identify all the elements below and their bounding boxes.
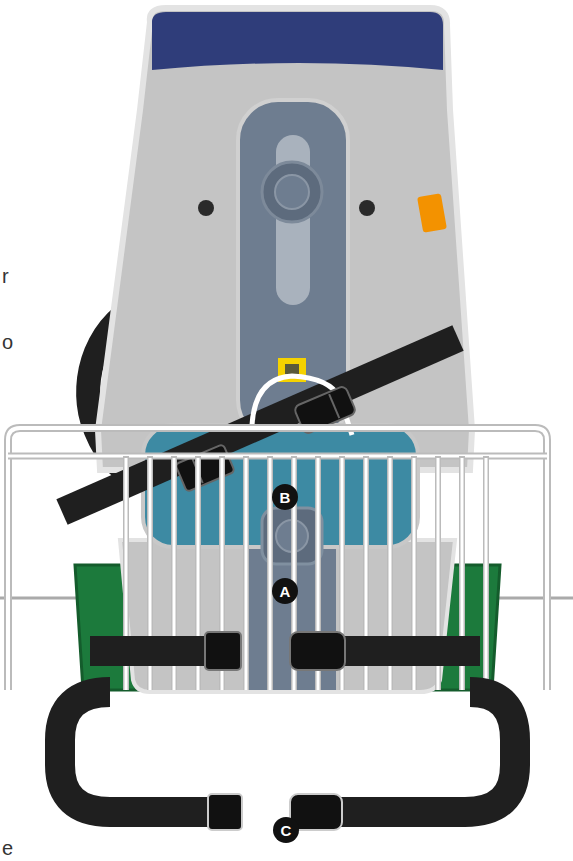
text-fragment: r	[2, 266, 9, 286]
buckle	[205, 632, 241, 670]
text-fragment: e	[2, 838, 13, 858]
knob-center	[275, 175, 309, 209]
buckle	[290, 632, 345, 670]
text-fragment: o	[2, 332, 13, 352]
buckle	[208, 794, 242, 830]
basket-bar	[243, 456, 249, 690]
callout-letter: C	[281, 823, 292, 838]
headrest	[152, 12, 443, 70]
callout-letter: B	[280, 490, 291, 505]
rivet	[198, 200, 214, 216]
trolley-strap	[60, 692, 215, 812]
callout-circle: B	[272, 484, 298, 510]
basket-bar	[483, 456, 489, 690]
callout-circle: C	[273, 817, 299, 843]
anchor-slot	[285, 364, 299, 374]
basket-bar	[269, 458, 272, 690]
rivet	[359, 200, 375, 216]
basket-bar	[485, 458, 488, 690]
callout-letter: A	[280, 584, 291, 599]
buckle	[175, 444, 235, 492]
basket-bar	[245, 458, 248, 690]
brand-tag	[417, 193, 447, 233]
knob	[262, 162, 322, 222]
trolley-basket	[8, 428, 547, 690]
callout-circle: A	[272, 578, 298, 604]
